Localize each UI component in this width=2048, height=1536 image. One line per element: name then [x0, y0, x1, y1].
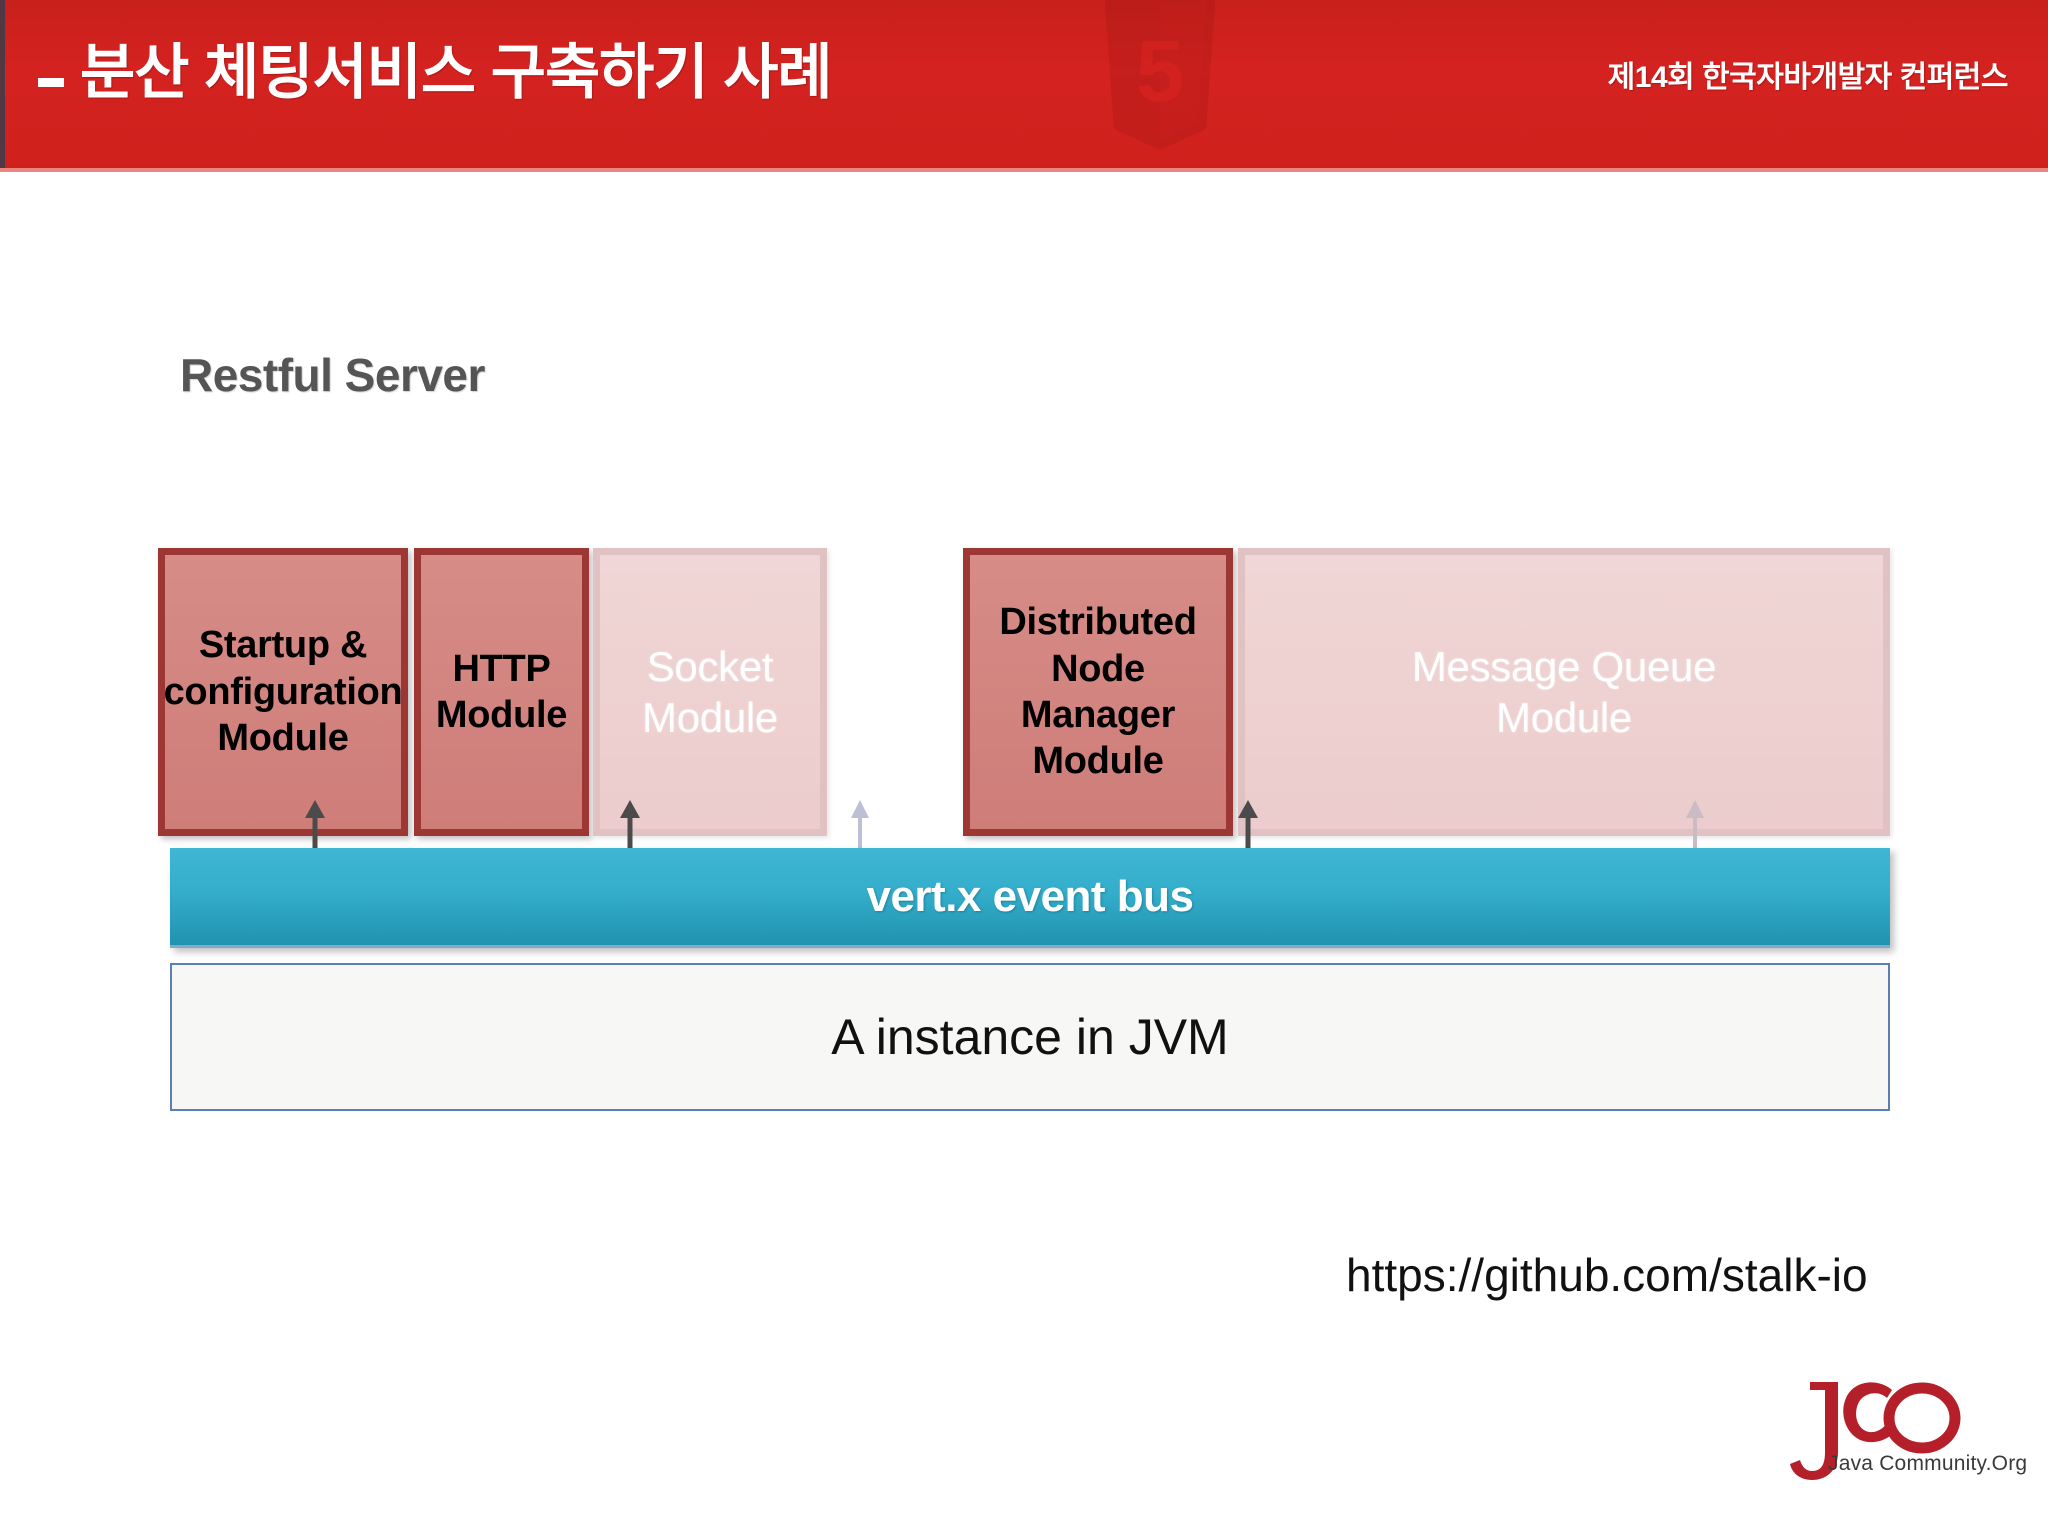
section-title-restful-server: Restful Server	[180, 349, 485, 401]
module-label: Startup & configuration Module	[163, 624, 403, 760]
module-label: Message Queue Module	[1411, 642, 1717, 741]
slide-header: 5 분산 체팅서비스 구축하기 사례 제14회 한국자바개발자 컨퍼런스	[0, 0, 2048, 172]
module-box-message-queue[interactable]: Message Queue Module	[1238, 548, 1890, 836]
slide-title: 분산 체팅서비스 구축하기 사례	[80, 39, 833, 106]
svg-text:5: 5	[1136, 23, 1184, 120]
jco-tagline: Java Community.Org	[1828, 1452, 2028, 1475]
event-bus-bar[interactable]: vert.x event bus	[170, 848, 1890, 948]
dash-bullet-icon	[38, 78, 64, 87]
module-label: Distributed Node Manager Module	[999, 601, 1197, 783]
jco-logo	[1780, 1368, 2010, 1498]
conference-name: 제14회 한국자바개발자 컨퍼런스	[1607, 61, 2009, 94]
jvm-instance-box[interactable]: A instance in JVM	[170, 963, 1890, 1111]
jvm-instance-label: A instance in JVM	[831, 1009, 1229, 1065]
header-left-edge	[0, 0, 5, 172]
event-bus-label: vert.x event bus	[866, 871, 1194, 921]
module-box-distributed-node-manager[interactable]: Distributed Node Manager Module	[963, 548, 1233, 836]
module-box-http[interactable]: HTTP Module	[414, 548, 589, 836]
header-bottom-rule	[0, 168, 2048, 172]
repository-url[interactable]: https://github.com/stalk-io	[1346, 1249, 1868, 1301]
module-box-startup-configuration[interactable]: Startup & configuration Module	[158, 548, 408, 836]
html5-shield-watermark-icon: 5	[1090, 0, 1230, 157]
module-box-socket[interactable]: Socket Module	[593, 548, 827, 836]
module-label: Socket Module	[642, 642, 778, 741]
module-label: HTTP Module	[435, 647, 568, 736]
